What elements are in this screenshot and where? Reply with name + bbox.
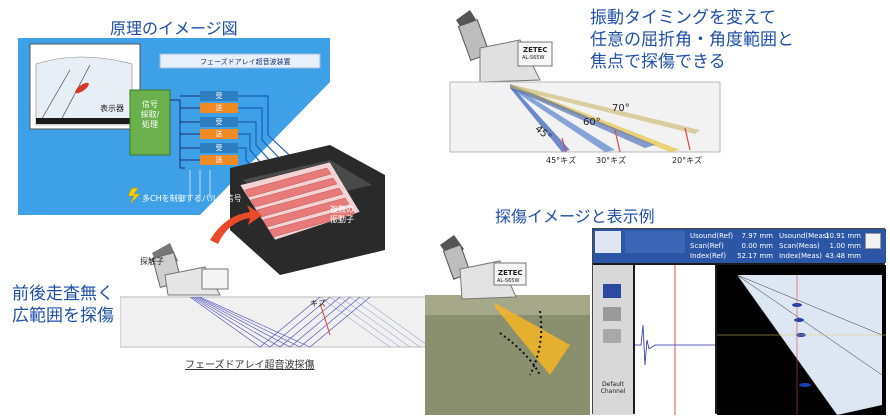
header-mid-panel	[625, 231, 685, 253]
angle-60: 60°	[583, 117, 601, 128]
probe-brand-bottom: ZETEC	[498, 269, 523, 277]
flaw-label: キズ	[310, 299, 326, 308]
timing-line1: 振動タイミングを変えて	[590, 8, 777, 28]
flaw-30: 30°キズ	[596, 156, 627, 165]
sidebar-btn-3[interactable]	[603, 329, 621, 343]
usound-meas-value: 10.91 mm	[825, 232, 861, 240]
sidebar-btn-2[interactable]	[603, 307, 621, 321]
recv-box-2: 受	[200, 117, 238, 127]
header-left-panel	[595, 231, 621, 253]
sscan-image	[717, 274, 886, 415]
usound-ref-value: 7.97 mm	[741, 232, 773, 240]
index-meas-value: 43.48 mm	[825, 252, 861, 260]
flaw-20: 20°キズ	[672, 156, 703, 165]
scan-meas-value: 1.00 mm	[829, 242, 861, 250]
usound-meas-label: Usound(Meas)	[779, 232, 830, 240]
angle-70: 70°	[612, 103, 630, 114]
device-label: フェーズドアレイ超音波装置	[200, 58, 291, 66]
wide-title-line1: 前後走査無く	[12, 284, 114, 304]
usound-ref-label: Usound(Ref)	[690, 232, 734, 240]
ascan-trace	[635, 265, 715, 415]
elements-label: 複数の 振動子	[330, 205, 354, 224]
processor-box	[129, 89, 171, 156]
index-ref-value: 52.17 mm	[737, 252, 773, 260]
wide-caption: フェーズドアレイ超音波探傷	[185, 360, 315, 371]
inspect-title: 探傷イメージと表示例	[495, 207, 655, 226]
software-screen: Usound(Ref) 7.97 mm Usound(Meas) 10.91 m…	[592, 228, 886, 415]
send-box-3: 送	[200, 155, 238, 165]
index-ref-label: Index(Ref)	[690, 252, 727, 260]
device-panel	[159, 53, 321, 69]
scan-meas-label: Scan(Meas)	[779, 242, 820, 250]
probe-brand-top: ZETEC	[523, 46, 548, 54]
principle-diagram	[18, 38, 385, 275]
inspection-photo	[425, 235, 590, 415]
recv-box-3: 受	[200, 143, 238, 153]
pulse-label: 多CHを制御するパルス信号	[142, 194, 242, 203]
timing-line2: 任意の屈折角・角度範囲と	[590, 30, 794, 50]
probe-model-top: AL-S65W	[522, 55, 545, 61]
probe-label: 探触子	[140, 257, 164, 266]
timing-line3: 焦点で探傷できる	[590, 52, 726, 72]
angle-diagram	[449, 10, 721, 153]
beam-fan	[495, 303, 570, 375]
header-icon[interactable]	[865, 233, 881, 249]
scan-ref-label: Scan(Ref)	[690, 242, 724, 250]
save-icon[interactable]	[603, 284, 621, 298]
wide-title-line2: 広範囲を探傷	[12, 306, 114, 326]
scan-ref-value: 0.00 mm	[741, 242, 773, 250]
default-channel-label: Default Channel	[600, 381, 626, 395]
flaw-45: 45°キズ	[546, 156, 577, 165]
probe-model-bottom: AL-S65W	[497, 278, 520, 284]
display-label: 表示器	[100, 104, 124, 113]
lightning-icon	[127, 187, 141, 205]
principle-title: 原理のイメージ図	[110, 19, 238, 38]
red-arrow	[210, 205, 262, 244]
send-box-2: 送	[200, 129, 238, 139]
index-meas-label: Index(Meas)	[779, 252, 823, 260]
processor-label: 信号 採取/ 処理	[140, 100, 160, 129]
wide-scan-diagram	[120, 243, 440, 348]
recv-box-1: 受	[200, 91, 238, 101]
send-box-1: 送	[200, 103, 238, 113]
